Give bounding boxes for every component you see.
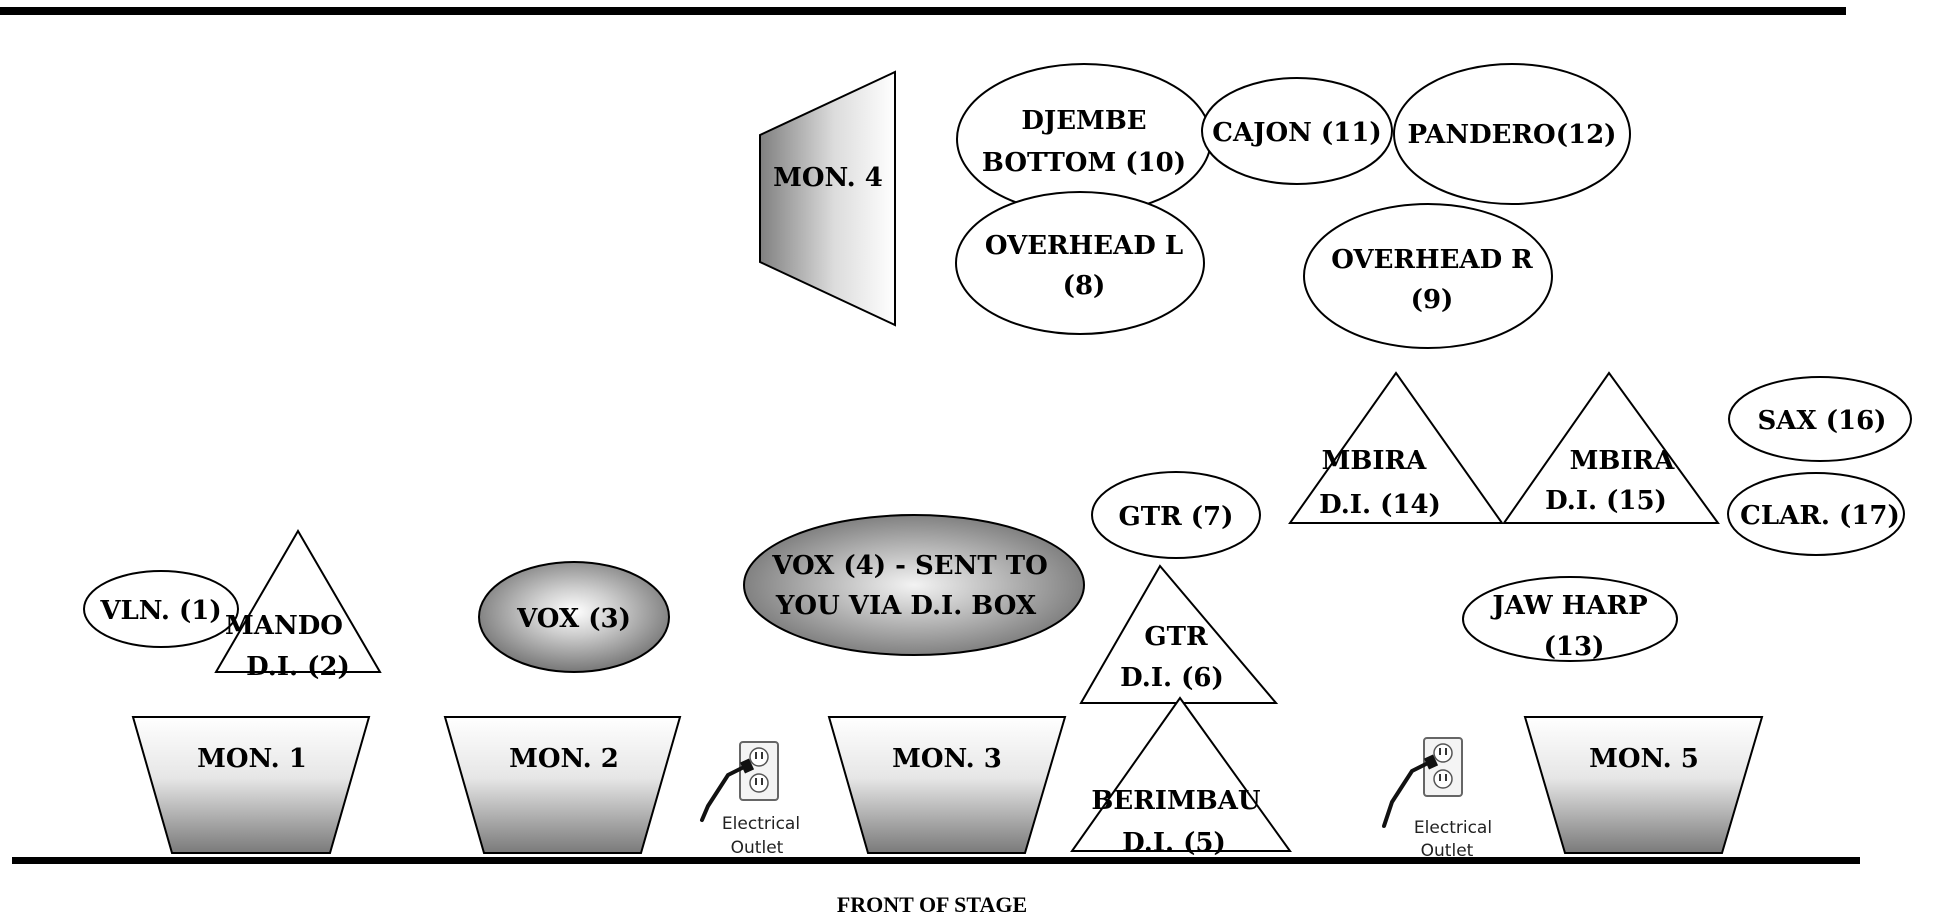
gtr7-label: GTR (7) — [1119, 502, 1234, 532]
overhead-left-mic: OVERHEAD L (8) — [955, 191, 1205, 335]
monitor-2: MON. 2 — [443, 716, 682, 854]
outlet-2-label-line1: Electrical — [1414, 818, 1492, 838]
vox-4-mic: VOX (4) - SENT TO YOU VIA D.I. BOX — [743, 514, 1085, 656]
monitor-3-label: MON. 3 — [892, 744, 1002, 774]
monitor-3: MON. 3 — [827, 716, 1067, 854]
clarinet-label: CLAR. (17) — [1740, 501, 1900, 531]
front-of-stage-label: FRONT OF STAGE — [837, 892, 1027, 914]
berimbau-label-line1: BERIMBAU — [1091, 786, 1260, 816]
mbira15-label-line1: MBIRA — [1570, 446, 1676, 476]
outlet-1-label-line2: Outlet — [731, 838, 784, 858]
cajon-mic: CAJON (11) — [1201, 77, 1393, 185]
mando-label-line2: D.I. (2) — [246, 652, 350, 682]
overhead-right-mic: OVERHEAD R (9) — [1303, 203, 1553, 349]
pandero-mic: PANDERO(12) — [1393, 63, 1631, 205]
mbira-di-14: MBIRA D.I. (14) — [1288, 371, 1504, 524]
monitor-5-label: MON. 5 — [1589, 744, 1699, 774]
djembe-label-line2: BOTTOM (10) — [982, 148, 1186, 178]
vox-3-mic: VOX (3) — [478, 561, 670, 673]
electrical-outlet-icon — [700, 741, 779, 822]
violin-label: VLN. (1) — [99, 596, 221, 626]
mbira15-label-line2: D.I. (15) — [1545, 486, 1667, 516]
mbira-di-15: MBIRA D.I. (15) — [1502, 371, 1720, 524]
guitar-di-6: GTR D.I. (6) — [1079, 564, 1279, 704]
mbira14-label-line2: D.I. (14) — [1319, 490, 1441, 520]
mbira14-label-line1: MBIRA — [1322, 446, 1428, 476]
gtr6-label-line2: D.I. (6) — [1120, 663, 1224, 693]
cajon-label: CAJON (11) — [1212, 118, 1381, 148]
monitor-4: MON. 4 — [759, 70, 896, 327]
vox4-label-line1: VOX (4) - SENT TO — [771, 551, 1047, 581]
monitor-4-label: MON. 4 — [773, 163, 883, 193]
electrical-outlet-2: Electrical Outlet — [1382, 737, 1492, 861]
stage-front-line — [12, 857, 1860, 864]
electrical-outlet-1: Electrical Outlet — [700, 741, 800, 858]
vox3-label: VOX (3) — [516, 604, 631, 634]
violin-mic: VLN. (1) — [83, 570, 239, 648]
jaw-harp-label-line1: JAW HARP — [1490, 591, 1647, 621]
mando-label-line1: MANDO — [225, 611, 343, 641]
monitor-1: MON. 1 — [131, 716, 371, 854]
mando-di-2: MANDO D.I. (2) — [214, 529, 382, 682]
sax-mic: SAX (16) — [1728, 376, 1912, 462]
jaw-harp-mic: JAW HARP (13) — [1462, 576, 1678, 662]
overhead-right-label-line1: OVERHEAD R — [1331, 245, 1533, 275]
berimbau-di-5: BERIMBAU D.I. (5) — [1070, 696, 1292, 858]
djembe-label-line1: DJEMBE — [1021, 106, 1146, 136]
overhead-right-label-line2: (9) — [1411, 285, 1454, 315]
clarinet-mic: CLAR. (17) — [1727, 472, 1905, 556]
pandero-label: PANDERO(12) — [1407, 120, 1616, 150]
sax-label: SAX (16) — [1758, 406, 1887, 436]
electrical-outlet-icon — [1382, 737, 1463, 828]
overhead-left-label-line1: OVERHEAD L — [985, 231, 1183, 261]
monitor-5: MON. 5 — [1523, 716, 1764, 854]
top-border-line — [0, 7, 1846, 15]
gtr6-label-line1: GTR — [1144, 622, 1208, 652]
vox4-label-line2: YOU VIA D.I. BOX — [775, 591, 1037, 621]
djembe-mic: DJEMBE BOTTOM (10) — [956, 63, 1212, 215]
guitar-mic-7: GTR (7) — [1091, 471, 1261, 559]
jaw-harp-label-line2: (13) — [1544, 632, 1605, 662]
outlet-2-label-line2: Outlet — [1421, 841, 1474, 861]
monitor-2-label: MON. 2 — [509, 744, 619, 774]
overhead-left-label-line2: (8) — [1063, 271, 1106, 301]
berimbau-label-line2: D.I. (5) — [1122, 828, 1226, 858]
outlet-1-label-line1: Electrical — [722, 814, 800, 834]
monitor-1-label: MON. 1 — [197, 744, 307, 774]
